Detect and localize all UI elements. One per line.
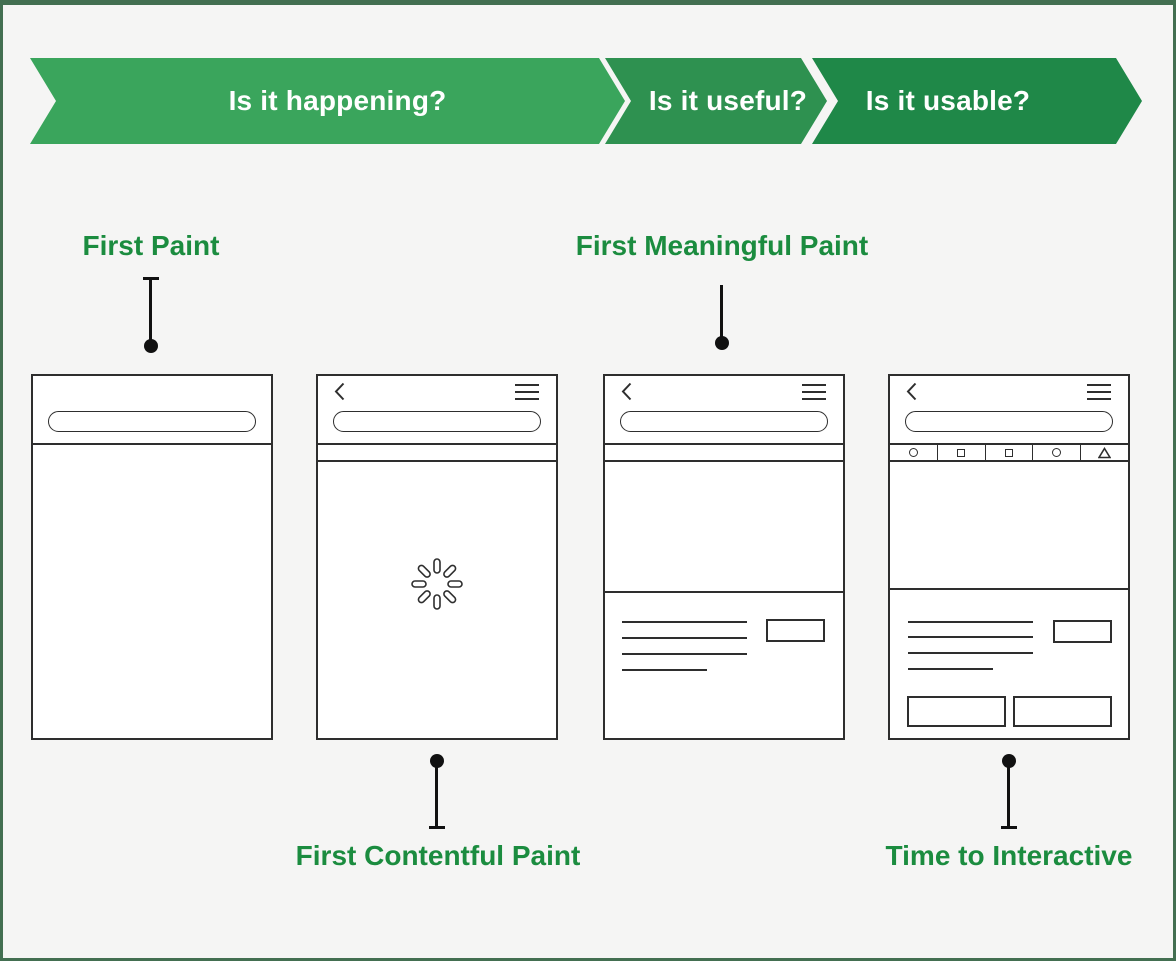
text-line (908, 652, 1033, 654)
phone-first-paint (31, 374, 273, 740)
time-to-interactive-connector-line (1007, 765, 1010, 827)
banner-segment-is-it-useful: Is it useful? (605, 58, 827, 144)
back-icon (906, 382, 917, 406)
url-bar (620, 411, 828, 432)
text-line (622, 669, 707, 671)
first-paint-connector-dot (144, 339, 158, 353)
banner-segment-label: Is it happening? (228, 85, 447, 116)
text-line (908, 636, 1033, 638)
first-meaningful-paint-label: First Meaningful Paint (575, 230, 869, 261)
toolbar-cell (986, 445, 1034, 460)
spinner-icon (410, 557, 464, 616)
toolbar-cell (1033, 445, 1082, 460)
browser-header (318, 376, 556, 445)
time-to-interactive-connector-cap (1001, 826, 1017, 829)
square-icon (1004, 448, 1013, 457)
action-button-placeholder (1013, 696, 1112, 727)
first-paint-label: First Paint (82, 230, 220, 261)
toolbar-cell (1081, 445, 1128, 460)
banner-segment-label: Is it usable? (865, 85, 1031, 116)
text-line (622, 637, 747, 639)
url-bar (333, 411, 541, 432)
toolbar-strip (890, 445, 1128, 462)
first-contentful-paint-label: First Contentful Paint (295, 840, 581, 871)
hero-placeholder (890, 462, 1128, 590)
first-contentful-paint-connector-cap (429, 826, 445, 829)
browser-header (890, 376, 1128, 445)
first-paint-connector-line (149, 277, 152, 341)
banner-segment-is-it-happening: Is it happening? (30, 58, 625, 144)
first-meaningful-paint-connector-line (720, 285, 723, 338)
menu-icon (802, 384, 826, 400)
toolbar-cell (890, 445, 938, 460)
first-contentful-paint-connector-dot (430, 754, 444, 768)
browser-header (605, 376, 843, 445)
phone-first-meaningful-paint (603, 374, 845, 740)
text-line (908, 668, 993, 670)
empty-strip (318, 445, 556, 462)
time-to-interactive-label: Time to Interactive (885, 840, 1133, 871)
menu-icon (515, 384, 539, 400)
circle-icon (1052, 448, 1062, 457)
button-placeholder (1053, 620, 1112, 643)
phone-time-to-interactive (888, 374, 1130, 740)
action-button-placeholder (907, 696, 1006, 727)
triangle-icon (1098, 446, 1112, 458)
square-icon (957, 448, 966, 457)
phone-first-contentful-paint (316, 374, 558, 740)
url-bar (48, 411, 256, 432)
browser-header (33, 376, 271, 445)
text-line (622, 653, 747, 655)
time-to-interactive-connector-dot (1002, 754, 1016, 768)
menu-icon (1087, 384, 1111, 400)
empty-strip (605, 445, 843, 462)
text-line (908, 621, 1033, 623)
circle-icon (908, 448, 918, 457)
toolbar-cell (938, 445, 986, 460)
button-placeholder (766, 619, 825, 642)
banner-segment-label: Is it useful? (648, 85, 808, 116)
banner-segment-is-it-usable: Is it usable? (812, 58, 1142, 144)
back-icon (334, 382, 345, 406)
back-icon (621, 382, 632, 406)
first-contentful-paint-connector-line (435, 765, 438, 827)
hero-placeholder (605, 462, 843, 593)
text-line (622, 621, 747, 623)
url-bar (905, 411, 1113, 432)
first-meaningful-paint-connector-dot (715, 336, 729, 350)
